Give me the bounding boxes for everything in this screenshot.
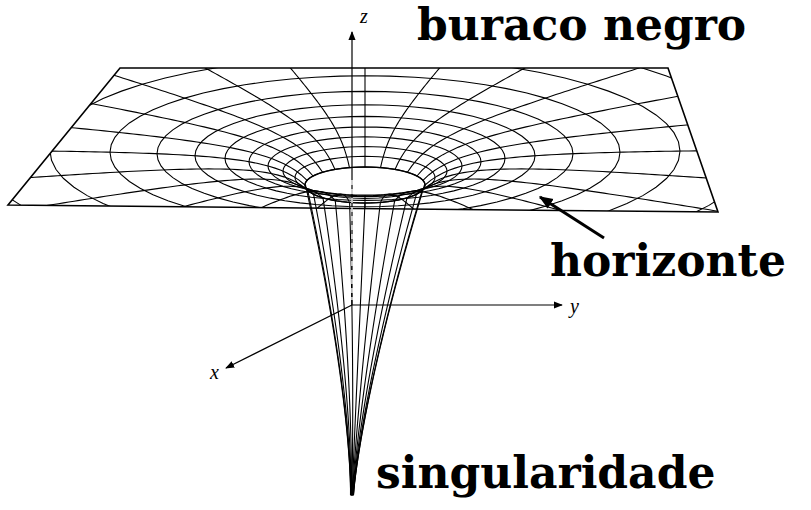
singularity-label: singularidade <box>374 450 717 496</box>
axis-label: z <box>358 6 370 27</box>
grid-spoke <box>185 0 350 168</box>
axis-label: x <box>208 362 221 383</box>
axis-label: y <box>568 296 581 317</box>
funnel-line <box>352 203 365 496</box>
grid-spoke <box>423 95 811 180</box>
grid-spoke <box>17 0 335 169</box>
funnel-line <box>306 185 351 495</box>
horizon-label: horizonte <box>548 238 788 284</box>
grid-spoke <box>407 186 811 296</box>
x-axis <box>226 305 352 368</box>
grid-spoke <box>417 45 811 176</box>
grid-spoke <box>0 169 307 203</box>
funnel-line <box>313 194 350 495</box>
plane-outline <box>8 68 718 212</box>
funnel-line <box>308 190 351 495</box>
grid-spoke <box>0 1 323 172</box>
spacetime-grid <box>0 0 811 358</box>
grid-spoke <box>381 194 546 351</box>
title-label: buraco negro <box>415 2 748 48</box>
grid-spoke <box>0 179 313 253</box>
z-axis <box>351 32 352 305</box>
z-axis-dash <box>351 180 352 300</box>
y-axis <box>352 304 562 305</box>
grid-spoke <box>185 194 350 351</box>
grid-spoke <box>17 191 335 330</box>
grid-spoke <box>0 95 307 180</box>
horizon-ring <box>305 167 425 203</box>
grid-spoke <box>0 186 323 296</box>
grid-ring <box>0 33 755 267</box>
horizon-pointer <box>540 197 604 238</box>
funnel <box>305 167 425 495</box>
grid-spoke <box>423 169 811 203</box>
grid-spoke <box>407 1 811 172</box>
